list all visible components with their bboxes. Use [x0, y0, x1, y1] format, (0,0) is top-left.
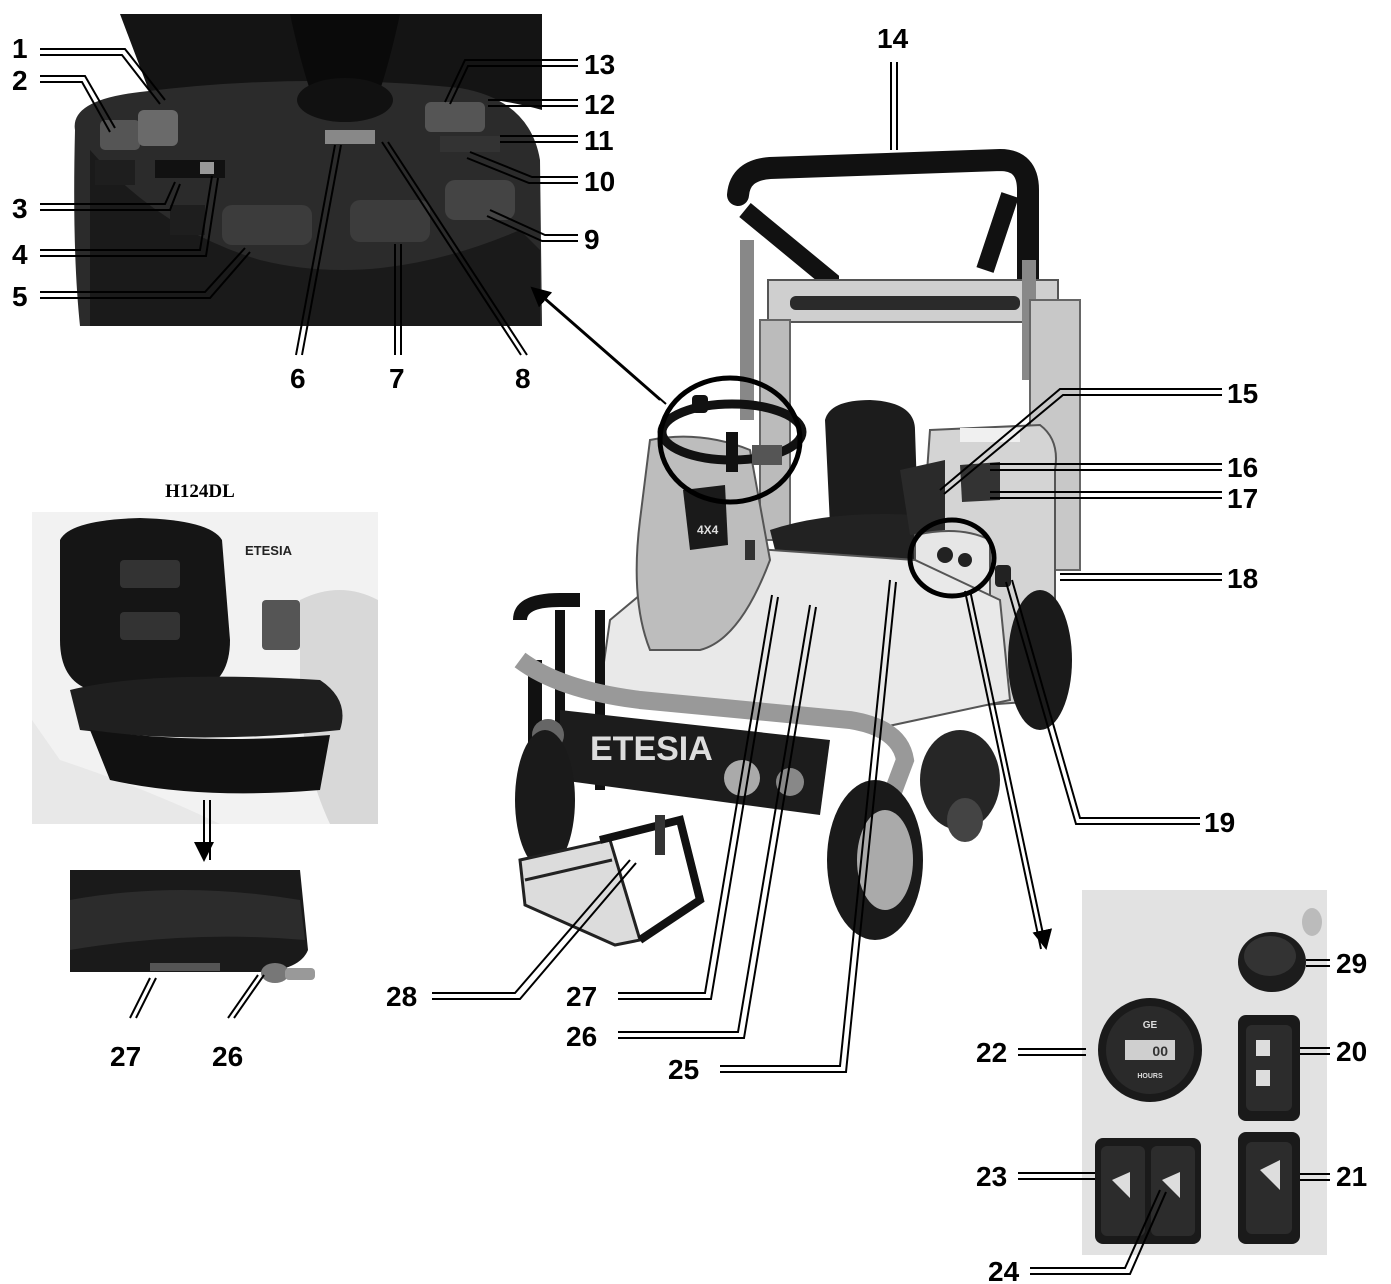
model-label: H124DL: [165, 481, 235, 502]
seat-detail-photo: [70, 870, 315, 983]
button-5-icon: [222, 205, 312, 245]
svg-text:4X4: 4X4: [697, 523, 719, 537]
callout-16: 16: [1227, 452, 1258, 483]
button-9-icon: [445, 180, 515, 220]
indicator-3-4-icon: [155, 160, 225, 178]
svg-text:GE: GE: [1143, 1020, 1158, 1031]
callout-4: 4: [12, 239, 28, 270]
callout-19: 19: [1204, 807, 1235, 838]
callout-22: 22: [976, 1037, 1007, 1068]
callout-20: 20: [1336, 1036, 1367, 1067]
callout-6: 6: [290, 363, 306, 394]
callout-29: 29: [1336, 948, 1367, 979]
console-highlight-circle: [907, 517, 997, 599]
switch-2-icon: [100, 120, 140, 150]
leader-lines: [40, 48, 1330, 1275]
callout-18: 18: [1227, 563, 1258, 594]
callout-seat-27: 27: [110, 1041, 141, 1072]
button-7-icon: [350, 200, 430, 242]
callout-25: 25: [668, 1054, 699, 1085]
callout-21: 21: [1336, 1161, 1367, 1192]
callout-13: 13: [584, 49, 615, 80]
callout-numbers: 1 2 3 4 5 6 7 8 9 10 11 12 13 14 15 16 1…: [12, 23, 1367, 1284]
callout-26: 26: [566, 1021, 597, 1052]
svg-text:ETESIA: ETESIA: [245, 543, 293, 558]
callout-2: 2: [12, 65, 28, 96]
callout-8: 8: [515, 363, 531, 394]
switch-13-icon: [425, 102, 485, 132]
mower-machine-photo: 4X4 ETESIA: [513, 148, 1081, 947]
switch-10-11-icon: [440, 136, 500, 152]
callout-27: 27: [566, 981, 597, 1012]
callout-9: 9: [584, 224, 600, 255]
console-detail-photo: 00 HOURS GE: [1082, 890, 1327, 1255]
callout-7: 7: [389, 363, 405, 394]
arrow-to-console-detail: [969, 589, 1053, 950]
steering-highlight-circle: [657, 375, 803, 505]
callout-10: 10: [584, 166, 615, 197]
indicator-6-8-icon: [325, 130, 375, 144]
callout-15: 15: [1227, 378, 1258, 409]
callout-28: 28: [386, 981, 417, 1012]
callout-3: 3: [12, 193, 28, 224]
svg-text:HOURS: HOURS: [1137, 1073, 1163, 1080]
callout-5: 5: [12, 281, 28, 312]
callout-12: 12: [584, 89, 615, 120]
seat-photo: ETESIA: [32, 512, 378, 824]
steering-console-photo: [72, 14, 542, 326]
callout-seat-26: 26: [212, 1041, 243, 1072]
callout-23: 23: [976, 1161, 1007, 1192]
svg-text:00: 00: [1152, 1043, 1168, 1059]
svg-text:ETESIA: ETESIA: [590, 730, 713, 768]
callout-11: 11: [584, 125, 614, 156]
switch-1-icon: [138, 110, 178, 146]
callout-24: 24: [988, 1256, 1020, 1284]
callout-17: 17: [1227, 483, 1258, 514]
callout-14: 14: [877, 23, 909, 54]
callout-1: 1: [12, 33, 28, 64]
